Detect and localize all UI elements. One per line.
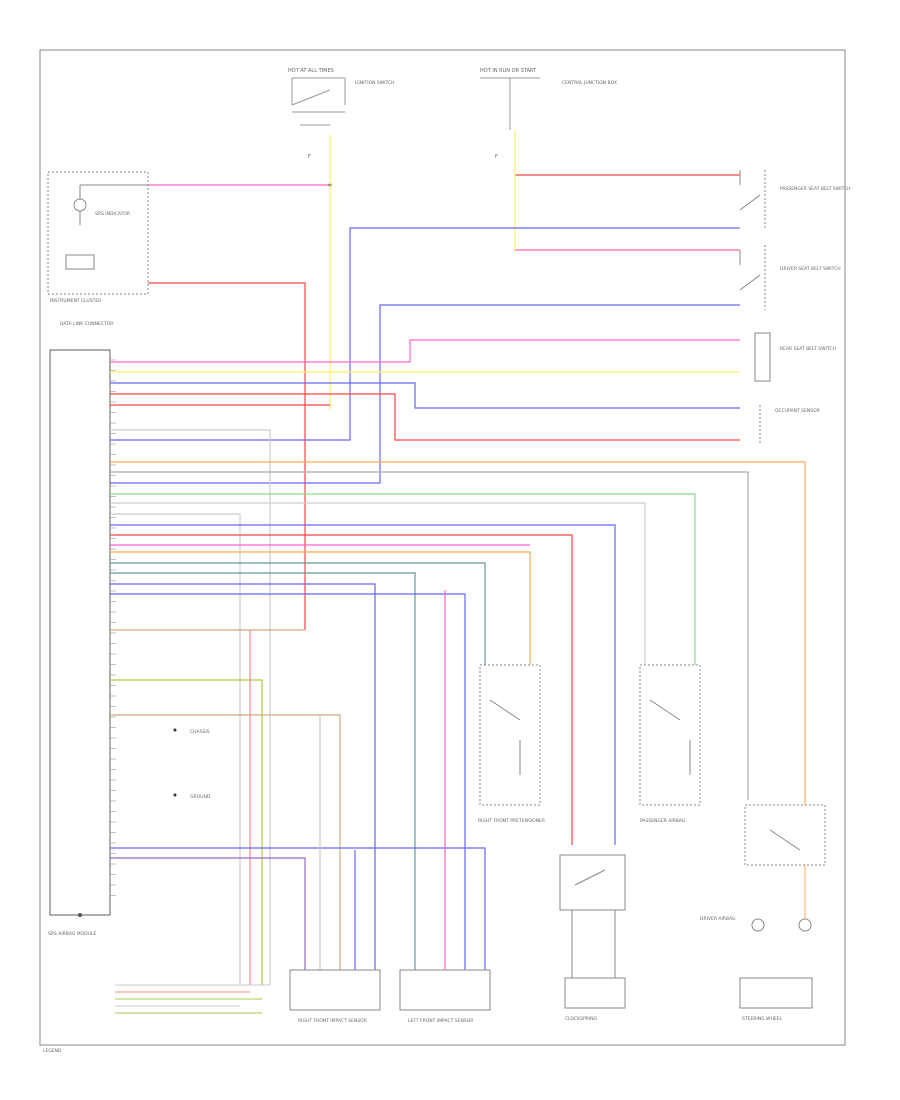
driver-airbag: DRIVER AIRBAG STEERING WHEEL — [700, 804, 826, 1022]
wire-gray-1 — [110, 429, 271, 985]
occupant-sensor: OCCUPANT SENSOR — [759, 405, 820, 445]
airbag-module-label: SRS AIRBAG MODULE — [48, 931, 96, 937]
wire-red-occupant — [110, 393, 740, 441]
instrument-cluster-label: INSTRUMENT CLUSTER — [50, 298, 101, 304]
central-junction-label: HOT IN RUN OR START — [480, 68, 537, 74]
instrument-cluster: SRS INDICATOR INSTRUMENT CLUSTER — [47, 171, 149, 304]
diagram-border — [39, 49, 846, 1046]
driver-airbag-label: DRIVER AIRBAG — [700, 916, 736, 922]
passenger-belt-label: PASSENGER SEAT BELT SWITCH — [780, 186, 851, 192]
passenger-airbag-label: PASSENGER AIRBAG — [640, 818, 686, 824]
legend-code: LEGEND — [43, 1048, 62, 1054]
passenger-belt-switch: PASSENGER SEAT BELT SWITCH — [739, 170, 851, 230]
wire-blue-right — [110, 583, 376, 970]
wire-tan — [110, 714, 341, 970]
wire-red-cluster — [148, 282, 306, 630]
clockspring: CLOCKSPRING — [559, 854, 626, 1022]
wire-blue-1 — [110, 227, 740, 441]
steering-wheel-label: STEERING WHEEL — [742, 1016, 783, 1022]
ignition-switch-label: IGNITION SWITCH — [355, 80, 395, 86]
svg-text:F: F — [495, 154, 498, 160]
right-impact-label: RIGHT FRONT IMPACT SENSOR — [298, 1018, 367, 1024]
wire-teal-left — [110, 572, 416, 970]
wire-olive — [110, 679, 263, 985]
ignition-switch: HOT AT ALL TIMES IGNITION SWITCH F — [288, 68, 395, 160]
clockspring-label: CLOCKSPRING — [565, 1016, 598, 1022]
left-impact-label: LEFT FRONT IMPACT SENSOR — [408, 1018, 473, 1024]
svg-text:GROUND: GROUND — [190, 794, 211, 800]
rear-belt-label: REAR SEAT BELT SWITCH — [780, 346, 836, 352]
right-pretensioner: RIGHT FRONT PRETENSIONER — [478, 664, 545, 824]
driver-belt-label: DRIVER SEAT BELT SWITCH — [780, 266, 841, 272]
central-junction-desc: CENTRAL JUNCTION BOX — [562, 80, 617, 86]
wire-orange-pret — [110, 551, 531, 665]
passenger-airbag: PASSENGER AIRBAG — [639, 664, 701, 824]
wire-orange-steering — [110, 461, 806, 805]
central-junction: HOT IN RUN OR START CENTRAL JUNCTION BOX… — [480, 68, 617, 160]
wire-red-clock — [110, 534, 573, 845]
right-pret-label: RIGHT FRONT PRETENSIONER — [478, 818, 545, 824]
connector-legend — [115, 984, 270, 1014]
wire-blue-left — [110, 593, 466, 970]
wire-gray-steering — [110, 471, 749, 800]
wire-pink-rear — [110, 339, 740, 363]
srs-indicator-label: SRS INDICATOR — [95, 211, 130, 217]
wire-gray-2 — [110, 513, 241, 985]
wire-blue-lower-1 — [110, 847, 486, 970]
wire-teal-pret — [110, 562, 486, 665]
occupant-sensor-label: OCCUPANT SENSOR — [775, 408, 820, 414]
left-impact-sensor: LEFT FRONT IMPACT SENSOR — [399, 969, 491, 1024]
wire-blue-occupant — [110, 382, 740, 409]
svg-text:CHASSIS: CHASSIS — [190, 729, 210, 735]
hot-all-times-label: HOT AT ALL TIMES — [288, 68, 334, 74]
driver-belt-switch: DRIVER SEAT BELT SWITCH — [739, 245, 841, 310]
wire-gray-passenger — [110, 502, 646, 665]
data-link-label: DATA LINK CONNECTOR — [60, 321, 113, 327]
wire-green-passenger — [110, 493, 696, 665]
right-impact-sensor: RIGHT FRONT IMPACT SENSOR — [289, 969, 381, 1024]
airbag-module: SRS AIRBAG MODULE — [48, 349, 111, 937]
wire-purple-lower — [110, 857, 306, 970]
module-pin-ticks — [110, 359, 116, 896]
svg-text:F: F — [308, 154, 311, 160]
wire-yellow-junction — [514, 130, 740, 251]
rear-belt-switch: REAR SEAT BELT SWITCH — [754, 332, 836, 382]
wire-blue-clock — [110, 524, 616, 845]
